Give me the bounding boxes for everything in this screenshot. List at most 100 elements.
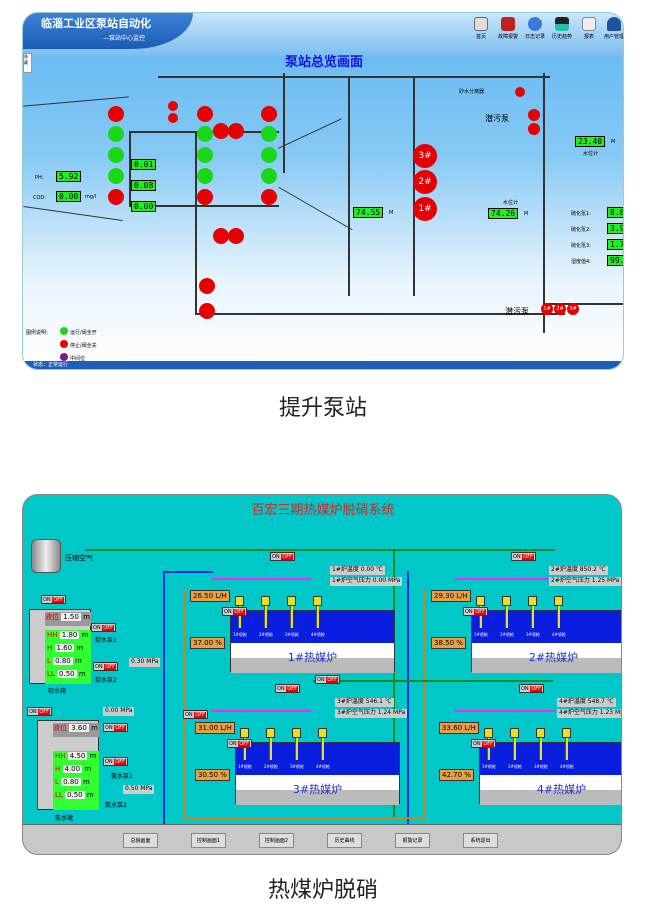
water-valve-toggle[interactable]: ON OFF — [222, 607, 247, 616]
ammonia-flow-value: 29.30 L/H — [431, 590, 471, 602]
toolbar-report[interactable]: 报表 — [576, 17, 602, 40]
pump-toggle[interactable]: ON OFF — [93, 662, 118, 671]
spray-gun-icon[interactable] — [502, 596, 511, 606]
valve-indicator[interactable] — [515, 87, 525, 97]
lift-pump-3[interactable]: 3# — [413, 144, 437, 168]
valve-indicator[interactable] — [108, 189, 124, 205]
legend-green-dot — [60, 327, 68, 335]
water-valve-toggle[interactable]: ON OFF — [471, 739, 496, 748]
alarm-log-button[interactable]: 报警记录 — [395, 833, 430, 848]
pump-toggle[interactable]: ON OFF — [103, 757, 128, 766]
pump-toggle[interactable]: ON OFF — [183, 710, 208, 719]
overview-button[interactable]: 总貌画面 — [123, 833, 158, 848]
valve-indicator[interactable] — [168, 101, 178, 111]
spray-gun-icon[interactable] — [292, 728, 301, 738]
level-label: 液位 — [53, 724, 67, 732]
pump-toggle[interactable]: ON OFF — [41, 595, 66, 604]
spray-gun-rod — [479, 606, 482, 628]
air-valve-toggle[interactable]: ON OFF — [270, 552, 295, 561]
valve-indicator[interactable] — [261, 189, 277, 205]
valve-indicator[interactable] — [108, 126, 124, 142]
water-valve-toggle[interactable]: ON OFF — [227, 739, 252, 748]
toolbar-users[interactable]: 用户管理 — [601, 17, 623, 40]
spray-gun-label: 1#喷枪 — [474, 632, 488, 637]
spray-gun-label: 1#喷枪 — [238, 764, 252, 769]
pump-toggle[interactable]: ON OFF — [27, 707, 52, 716]
app-title: 临淄工业区泵站自动化 — [41, 17, 151, 30]
valve-indicator[interactable] — [228, 123, 244, 139]
toolbar-home[interactable]: 首页 — [468, 17, 494, 40]
spray-gun-icon[interactable] — [240, 728, 249, 738]
reading-value: 3.9 — [607, 223, 623, 234]
air-valve-toggle[interactable]: ON OFF — [519, 684, 544, 693]
caption-pump-station: 提升泵站 — [278, 396, 367, 421]
valve-indicator[interactable] — [108, 168, 124, 184]
valve-indicator[interactable] — [261, 126, 277, 142]
air-valve-toggle[interactable]: ON OFF — [275, 684, 300, 693]
control-1-button[interactable]: 控制画面1 — [191, 833, 226, 848]
spray-gun-icon[interactable] — [528, 596, 537, 606]
toolbar-log[interactable]: 日志记录 — [522, 17, 548, 40]
air-valve-toggle[interactable]: ON OFF — [511, 552, 536, 561]
valve-indicator[interactable] — [197, 147, 213, 163]
history-button[interactable]: 历史曲线 — [327, 833, 362, 848]
valve-indicator[interactable] — [108, 106, 124, 122]
globe-icon — [528, 17, 542, 31]
valve-indicator[interactable] — [197, 106, 213, 122]
lift-pump-2[interactable]: 2# — [413, 170, 437, 194]
sewage-pump[interactable]: 1# — [541, 303, 553, 315]
spray-gun-icon[interactable] — [287, 596, 296, 606]
water-valve-toggle[interactable]: ON OFF — [463, 607, 488, 616]
level-unit: m — [83, 613, 90, 621]
valve-indicator[interactable] — [197, 126, 213, 142]
valve-indicator[interactable] — [199, 303, 215, 319]
valve-indicator[interactable] — [199, 278, 215, 294]
valve-indicator[interactable] — [261, 147, 277, 163]
spray-gun-icon[interactable] — [510, 728, 519, 738]
legend-label: 中间位 — [70, 356, 86, 362]
spray-gun-icon[interactable] — [484, 728, 493, 738]
valve-indicator[interactable] — [528, 109, 540, 121]
spray-gun-icon[interactable] — [536, 728, 545, 738]
spray-gun-label: 3#喷枪 — [534, 764, 548, 769]
valve-indicator[interactable] — [168, 113, 178, 123]
toolbar-label: 历史趋势 — [551, 34, 572, 40]
valve-indicator[interactable] — [528, 123, 540, 135]
spray-gun-rod — [321, 738, 324, 760]
ammonia-flow-value: 26.50 L/H — [190, 590, 230, 602]
toolbar-trend[interactable]: 历史趋势 — [549, 17, 575, 40]
valve-indicator[interactable] — [197, 168, 213, 184]
spray-gun-rod — [238, 606, 241, 628]
furnace-air-pressure: 3#炉空气压力 1.24 MPa — [335, 709, 408, 718]
spray-gun-icon[interactable] — [266, 728, 275, 738]
spray-gun-icon[interactable] — [313, 596, 322, 606]
valve-indicator[interactable] — [228, 228, 244, 244]
control-2-button[interactable]: 控制画面2 — [259, 833, 294, 848]
sewage-pump[interactable]: 3# — [567, 303, 579, 315]
soft-pressure: 0.30 MPa — [129, 658, 161, 667]
valve-indicator[interactable] — [261, 106, 277, 122]
valve-indicator[interactable] — [197, 189, 213, 205]
spray-gun-icon[interactable] — [476, 596, 485, 606]
side-tab[interactable]: 隐藏 — [23, 53, 32, 73]
valve-indicator[interactable] — [213, 123, 229, 139]
level-value: 0.00 — [131, 201, 157, 212]
valve-indicator[interactable] — [261, 168, 277, 184]
spray-gun-icon[interactable] — [562, 728, 571, 738]
spray-gun-icon[interactable] — [554, 596, 563, 606]
spray-gun-icon[interactable] — [318, 728, 327, 738]
toolbar-alarm[interactable]: 故障报警 — [495, 17, 521, 40]
sewage-pump[interactable]: 2# — [554, 303, 566, 315]
furnace-name: 4#热媒炉 — [480, 775, 621, 805]
valve-indicator[interactable] — [108, 147, 124, 163]
exit-button[interactable]: 系统退出 — [463, 833, 498, 848]
outlet-level: 23.40 — [575, 136, 606, 147]
pump-toggle[interactable]: ON OFF — [91, 623, 116, 632]
spray-gun-label: 4#喷枪 — [560, 764, 574, 769]
spray-gun-icon[interactable] — [235, 596, 244, 606]
pump-toggle[interactable]: ON OFF — [315, 675, 340, 684]
spray-gun-icon[interactable] — [261, 596, 270, 606]
valve-indicator[interactable] — [213, 228, 229, 244]
pump-toggle[interactable]: ON OFF — [103, 723, 128, 732]
lift-pump-1[interactable]: 1# — [413, 197, 437, 221]
